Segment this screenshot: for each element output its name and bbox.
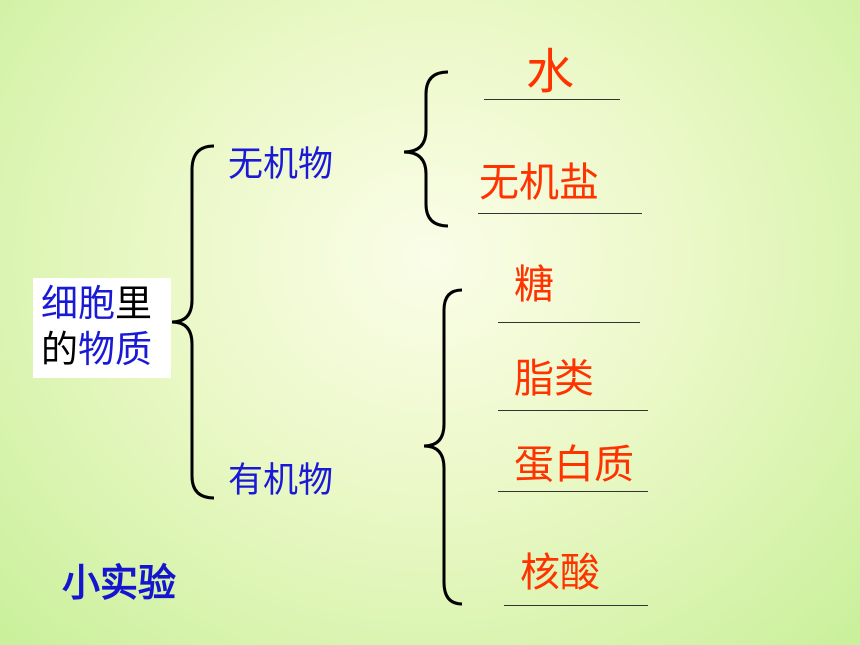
root-label-of: 的 [41, 328, 78, 371]
root-label-line2: 的物质 [41, 328, 152, 372]
organic-item-protein: 蛋白质 [514, 442, 634, 488]
answer-line [504, 605, 648, 606]
inorganic-brace [403, 70, 449, 228]
organic-brace [423, 288, 463, 606]
organic-item-sugar: 糖 [514, 262, 554, 308]
organic-item-lipid: 脂类 [514, 356, 594, 402]
answer-line [498, 410, 648, 411]
inorganic-item-salt: 无机盐 [479, 160, 599, 206]
category-organic: 有机物 [228, 461, 334, 501]
root-label-in: 里 [115, 282, 152, 325]
root-label-box: 细胞里 的物质 [33, 278, 171, 378]
answer-line [498, 322, 640, 323]
answer-line [498, 491, 648, 492]
answer-line [484, 99, 620, 100]
root-label-line1: 细胞里 [41, 282, 152, 326]
root-label-substance: 物质 [78, 328, 152, 371]
answer-line [478, 213, 642, 214]
experiment-link[interactable]: 小实验 [62, 561, 177, 605]
organic-item-nucleic-acid: 核酸 [520, 550, 600, 596]
inorganic-item-water: 水 [526, 44, 575, 100]
root-label-cell: 细胞 [41, 282, 115, 325]
category-inorganic: 无机物 [228, 145, 334, 185]
root-brace [171, 144, 215, 500]
